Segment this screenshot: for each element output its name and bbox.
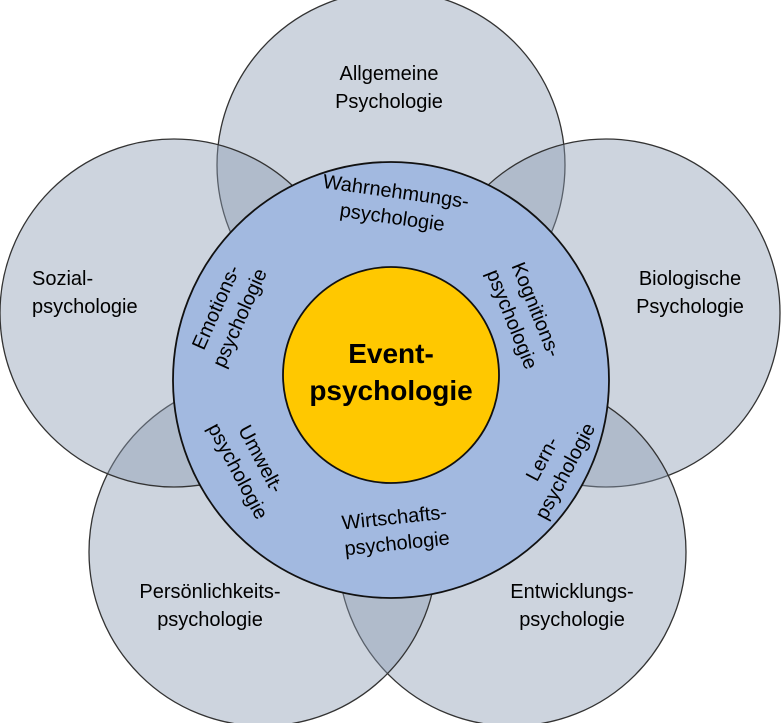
core-circle [282,266,500,484]
label-core: Event-psychologie [309,338,472,406]
label-sozial: Sozial-psychologie [32,268,138,318]
label-persoenlichkeit: Persönlichkeits-psychologie [139,581,280,631]
label-entwicklung: Entwicklungs-psychologie [510,581,633,631]
